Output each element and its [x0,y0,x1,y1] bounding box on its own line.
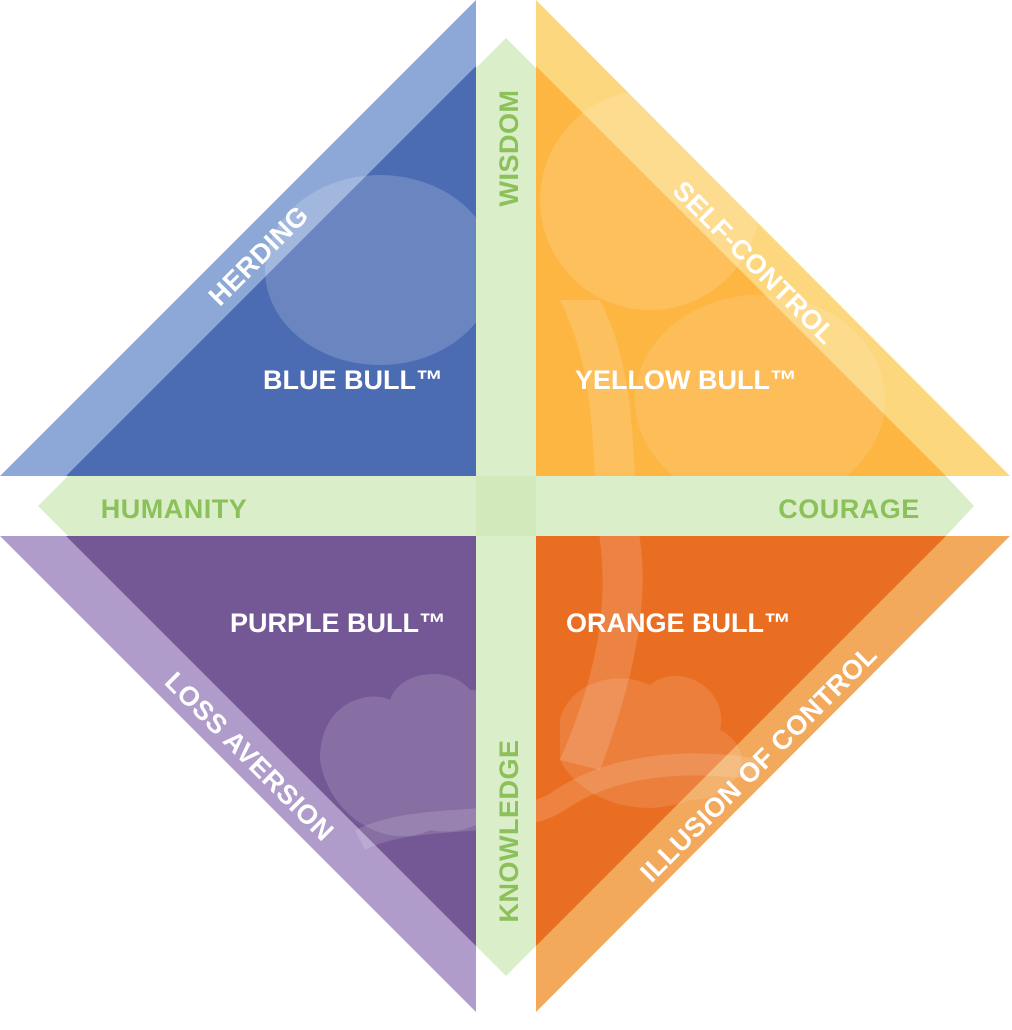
orange-bull-label: ORANGE BULL™ [566,608,791,638]
blue-bull-label: BLUE BULL™ [263,365,443,395]
tree-ground-curve [355,753,762,851]
yellow-inner-triangle [536,66,946,476]
tree-leaf-left [265,175,495,365]
courage-label: COURAGE [778,494,920,524]
quadrant-orange [536,536,1010,1012]
quadrant-yellow [536,0,1010,476]
virtue-cross [38,38,974,976]
orange-inner-triangle [536,536,946,946]
purple-bull-label: PURPLE BULL™ [230,608,446,638]
yellow-bull-label: YELLOW BULL™ [575,365,797,395]
purple-inner-triangle [66,536,476,946]
tree-watermark [265,90,885,851]
humanity-label: HUMANITY [101,494,248,524]
horizontal-band [38,476,974,536]
quadrant-purple [0,536,476,1012]
tree-bush-left [320,673,513,837]
knowledge-label: KNOWLEDGE [494,740,524,923]
quadrant-blue [0,0,476,476]
tree-leaf-top-right [540,90,760,310]
blue-inner-triangle [66,66,476,476]
tree-leaf-right [635,295,885,505]
wisdom-label: WISDOM [494,90,524,207]
tree-bush-right [560,675,742,808]
